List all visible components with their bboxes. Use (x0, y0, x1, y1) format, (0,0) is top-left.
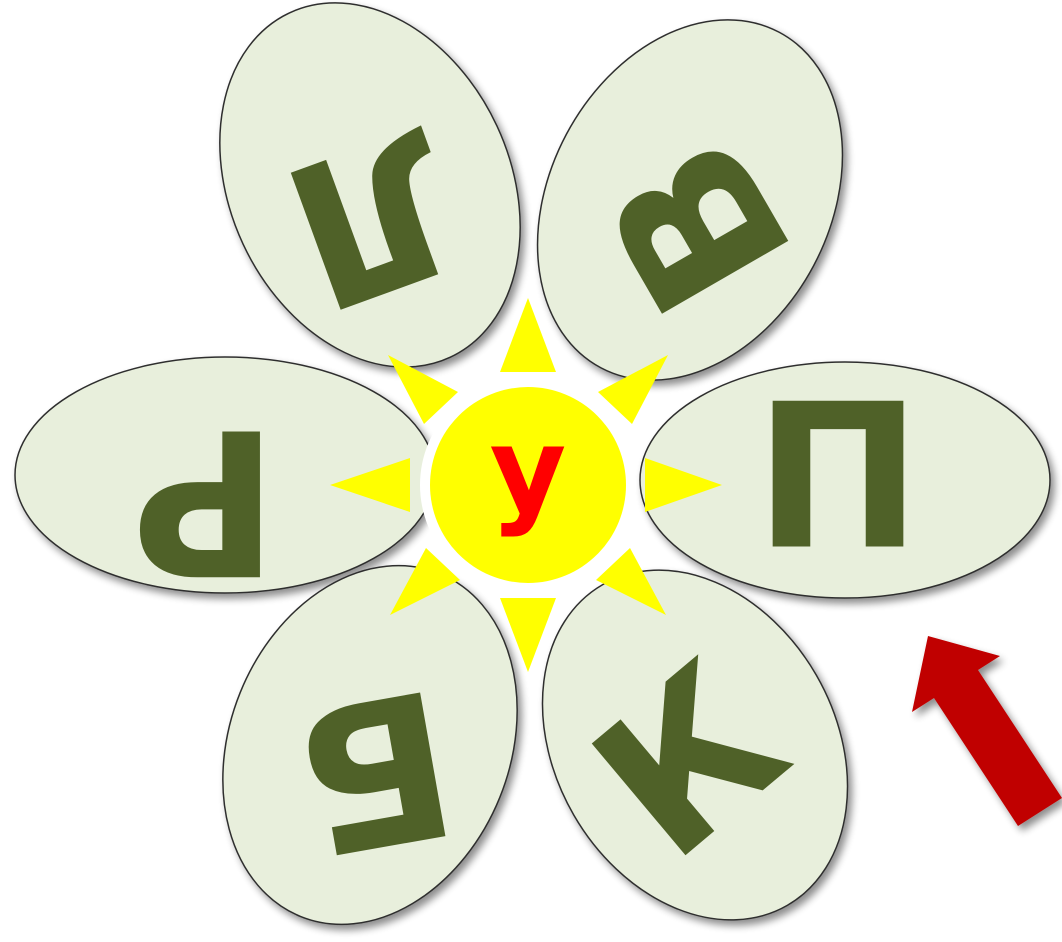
letter-right: П (754, 362, 921, 595)
sun-ray (500, 298, 556, 372)
center-letter: у (490, 401, 567, 539)
arrow-icon[interactable] (912, 636, 1062, 826)
letter-left: Р (132, 384, 279, 617)
